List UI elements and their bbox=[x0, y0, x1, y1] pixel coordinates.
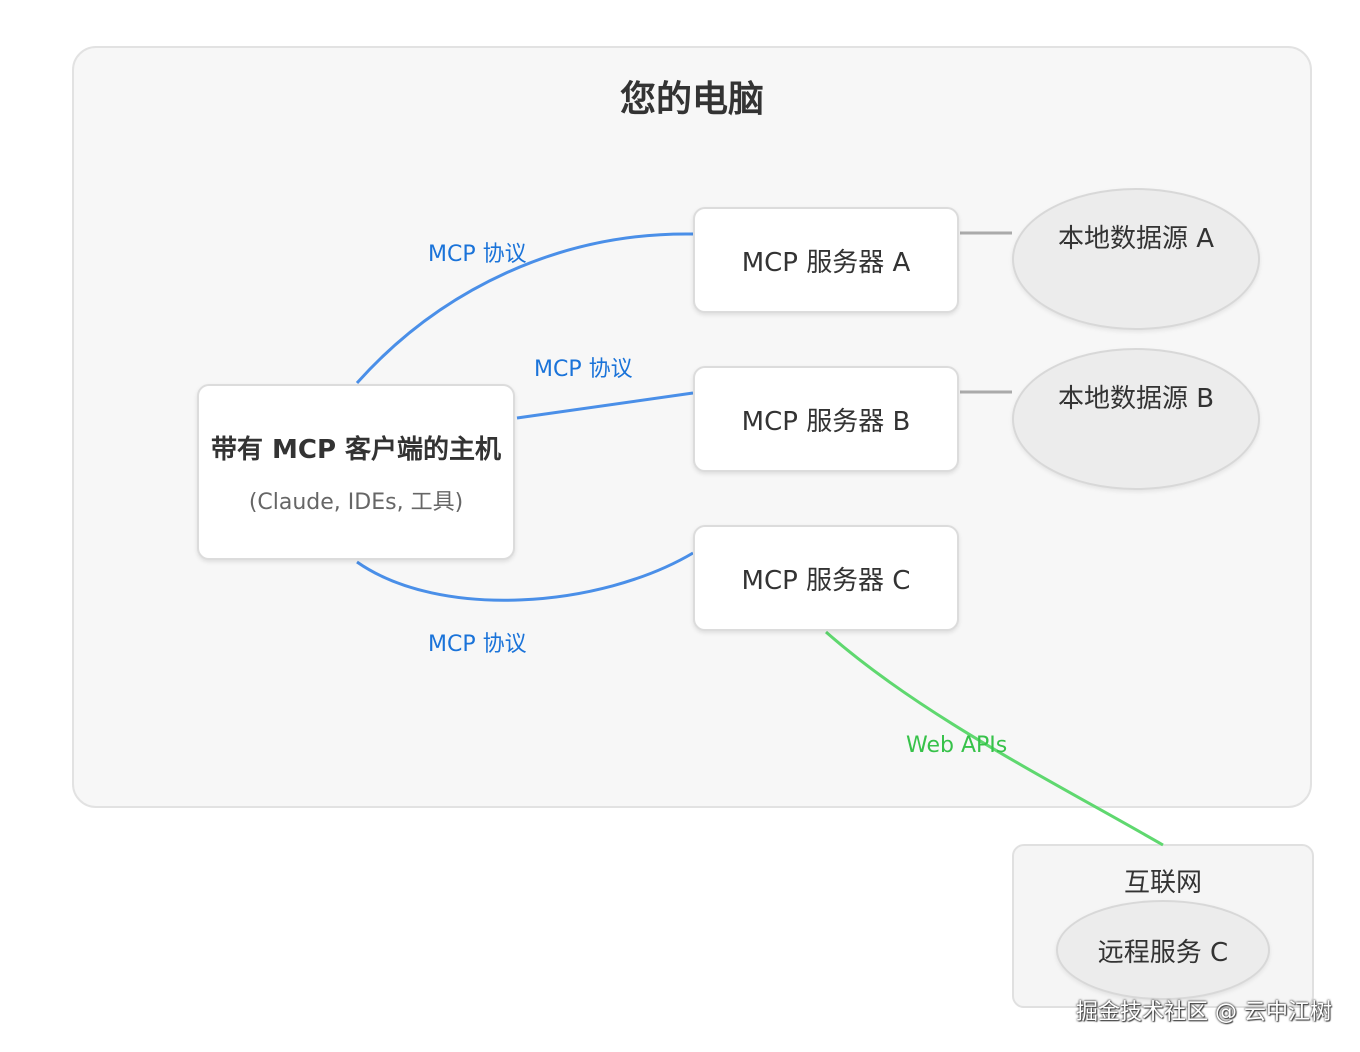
edge-host-server-a bbox=[355, 232, 694, 384]
computer-title: 您的电脑 bbox=[619, 79, 764, 120]
datasource-b-label: 本地数据源 B bbox=[1057, 384, 1215, 414]
edge-label-host-c: MCP 协议 bbox=[428, 632, 527, 657]
edge-host-server-c bbox=[356, 551, 694, 602]
server-c-node: MCP 服务器 C bbox=[693, 525, 959, 631]
edge-label-web-apis: Web APIs bbox=[906, 733, 1008, 758]
edge-label-host-a: MCP 协议 bbox=[428, 242, 527, 267]
host-subtitle: (Claude, IDEs, 工具) bbox=[248, 489, 464, 515]
watermark: 掘金技术社区 @ 云中江树 bbox=[1076, 1000, 1332, 1025]
host-node: 带有 MCP 客户端的主机 (Claude, IDEs, 工具) bbox=[197, 384, 515, 560]
edge-server-c-remote bbox=[825, 630, 1164, 847]
edge-label-host-b: MCP 协议 bbox=[534, 357, 633, 382]
remote-service-node: 远程服务 C bbox=[1056, 900, 1270, 1000]
server-b-node: MCP 服务器 B bbox=[693, 366, 959, 472]
edge-host-server-b bbox=[516, 391, 694, 420]
server-a-node: MCP 服务器 A bbox=[693, 207, 959, 313]
server-b-label: MCP 服务器 B bbox=[741, 406, 911, 437]
datasource-a-label: 本地数据源 A bbox=[1057, 224, 1215, 254]
datasource-b-node: 本地数据源 B bbox=[1012, 348, 1260, 490]
server-a-label: MCP 服务器 A bbox=[741, 247, 911, 278]
datasource-a-node: 本地数据源 A bbox=[1012, 188, 1260, 330]
server-c-label: MCP 服务器 C bbox=[741, 565, 911, 596]
host-title: 带有 MCP 客户端的主机 bbox=[210, 434, 502, 465]
internet-title: 互联网 bbox=[1123, 868, 1202, 898]
remote-service-label: 远程服务 C bbox=[1097, 937, 1229, 968]
